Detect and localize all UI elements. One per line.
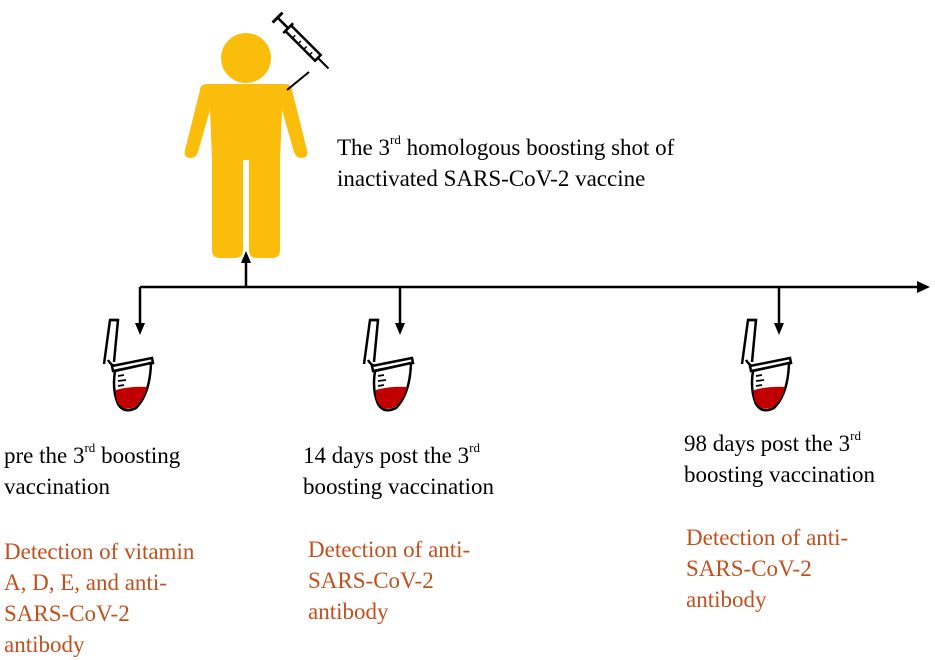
timepoint-2-label: 14 days post the 3rd boosting vaccinatio… — [303, 440, 494, 499]
blood-tube-icon — [102, 318, 155, 412]
syringe-icon — [271, 11, 330, 70]
timepoint-2-detection: Detection of anti- SARS-CoV-2 antibody — [308, 537, 471, 624]
booster-label-line2: inactivated SARS-CoV-2 vaccine — [337, 166, 646, 191]
timepoint-1-label: pre the 3rd boosting vaccination — [4, 440, 181, 499]
injection-line — [286, 71, 310, 91]
blood-tube-icon — [740, 318, 793, 412]
timepoint-3-label: 98 days post the 3rd boosting vaccinatio… — [684, 428, 875, 487]
blood-tube-icon — [362, 318, 415, 412]
booster-label: The 3rd homologous boosting shot of inac… — [337, 132, 674, 194]
timepoint-1-detection: Detection of vitamin A, D, E, and anti- … — [4, 539, 195, 657]
person-icon — [184, 33, 308, 258]
booster-label-line1: The 3rd homologous boosting shot of — [337, 132, 675, 160]
timeline-axis — [135, 251, 930, 335]
timepoint-3-detection: Detection of anti- SARS-CoV-2 antibody — [686, 525, 849, 612]
